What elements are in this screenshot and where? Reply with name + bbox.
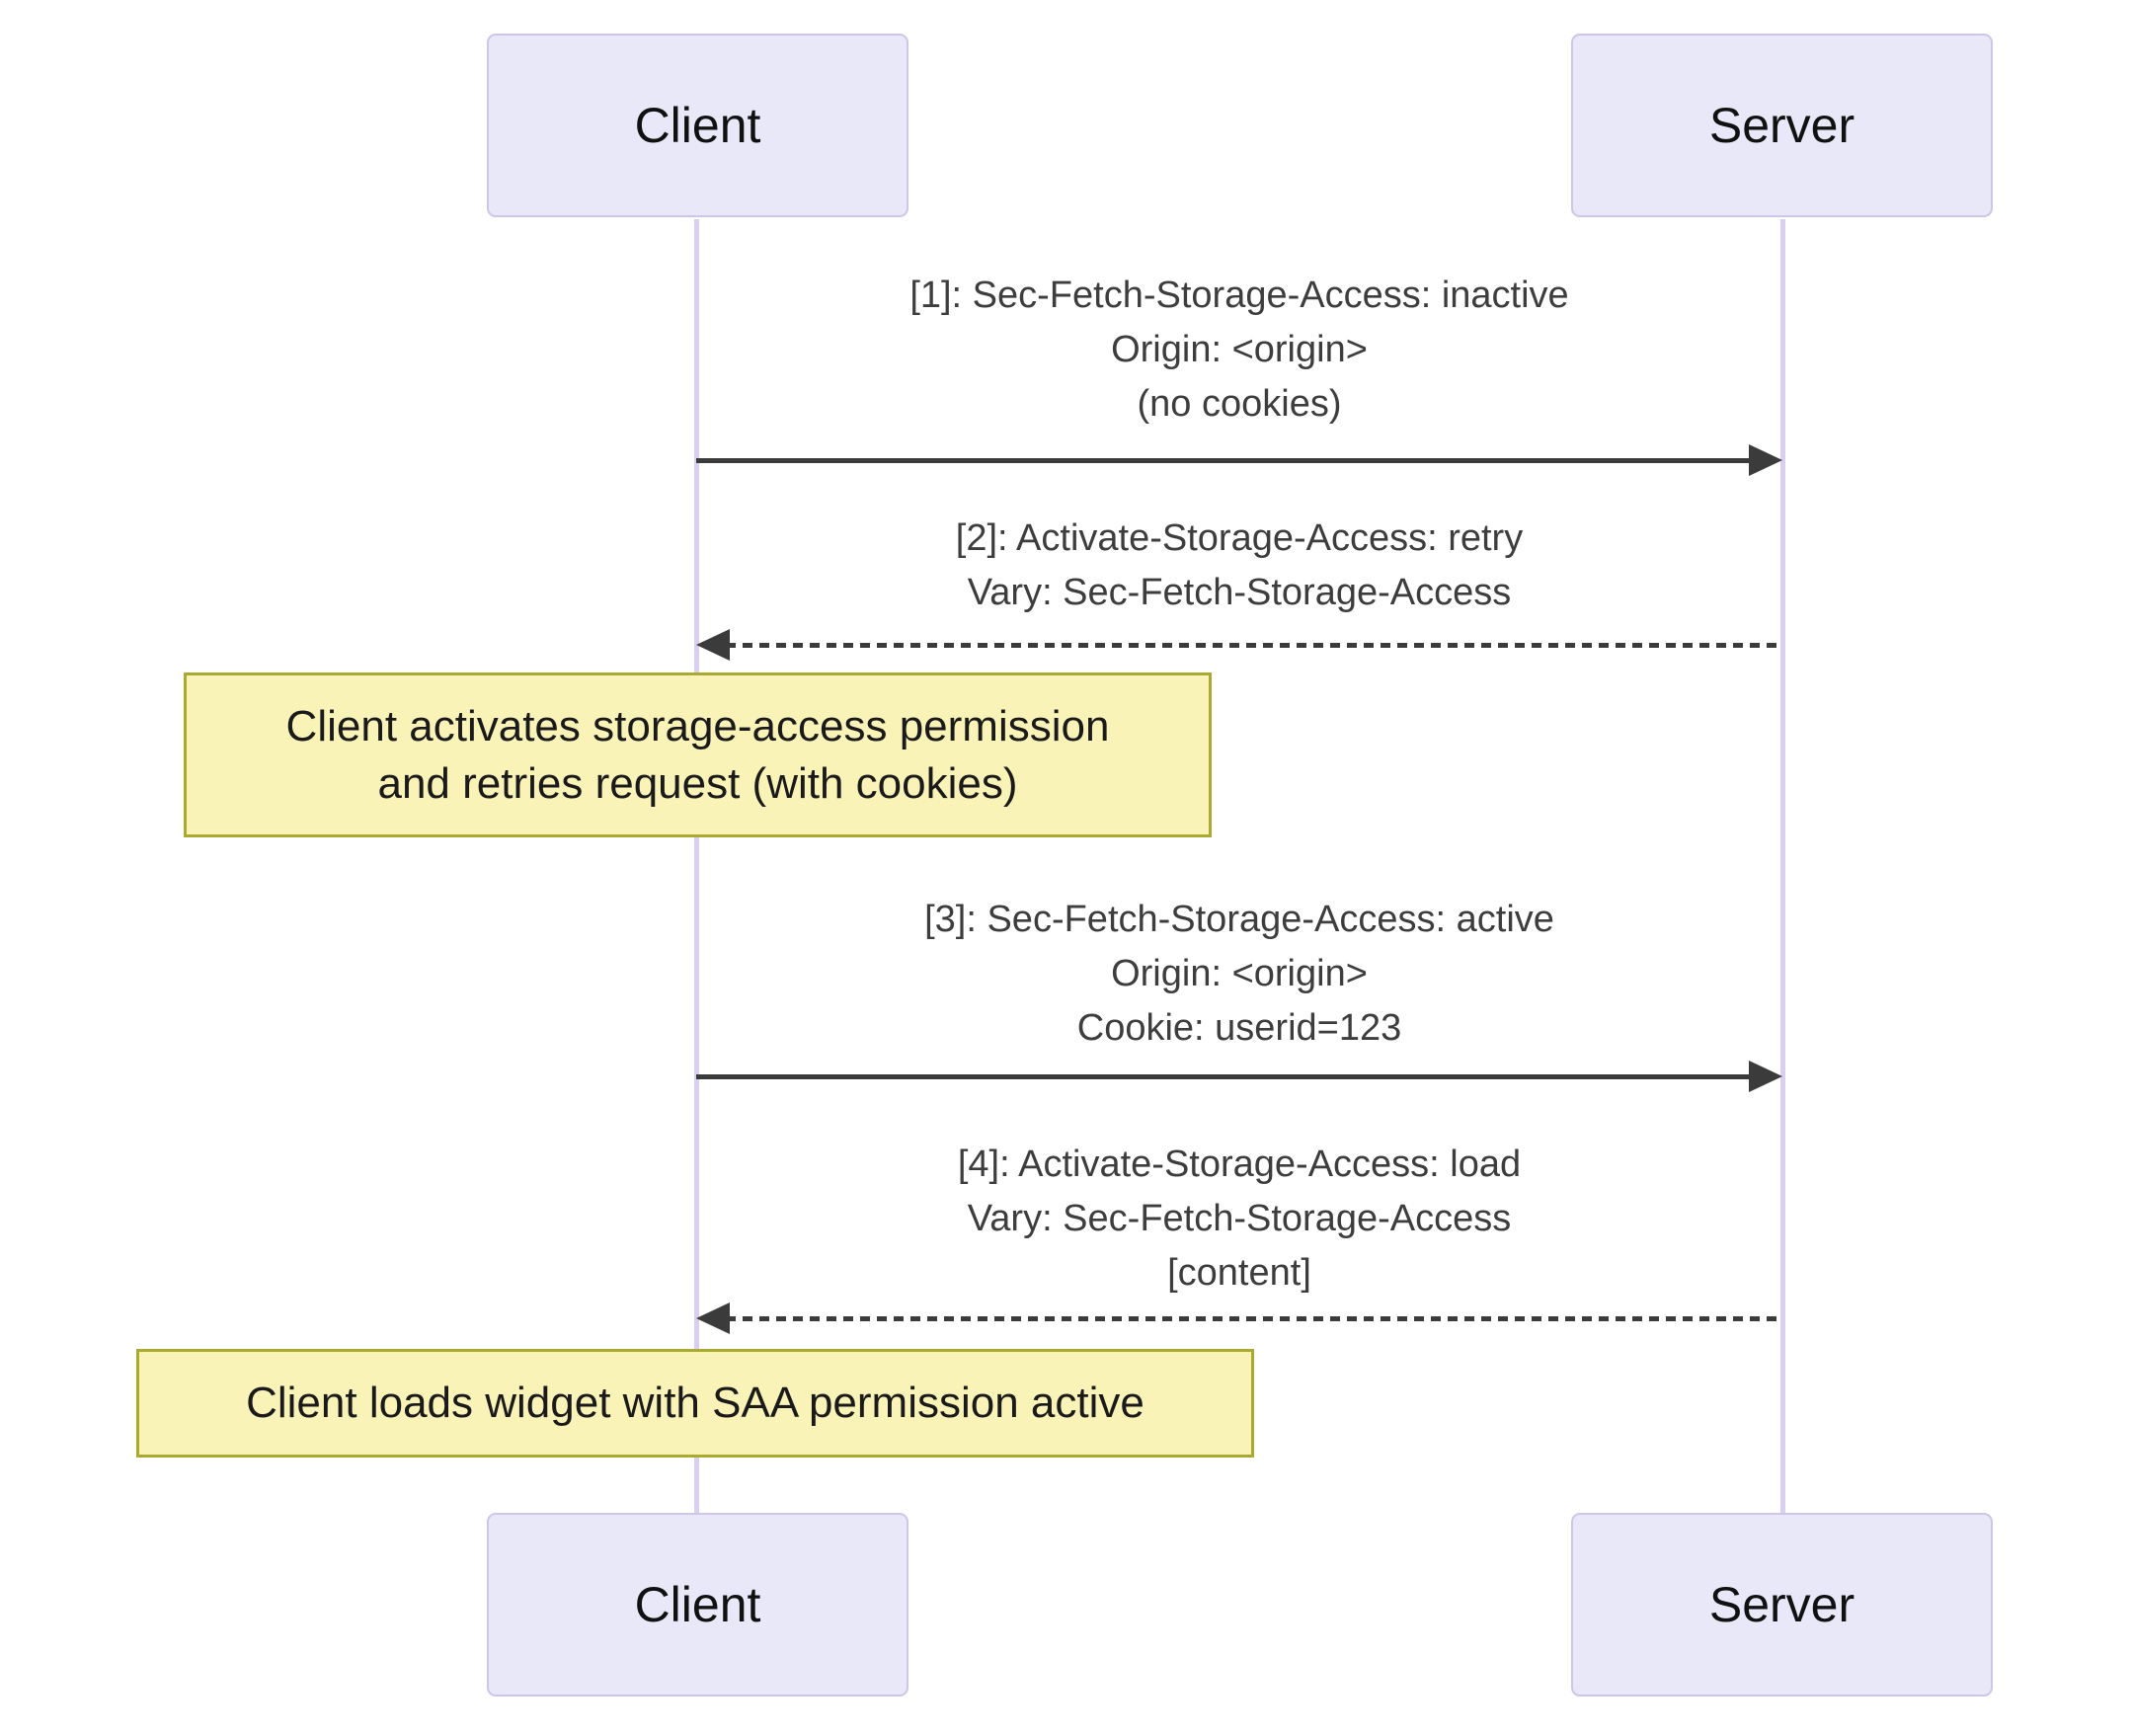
message-3-arrow-client-to-server xyxy=(696,1060,1782,1093)
message-4-arrow-server-to-client xyxy=(696,1302,1782,1335)
note-line: Client activates storage-access permissi… xyxy=(285,701,1110,750)
arrow-line xyxy=(696,1074,1757,1079)
message-line: Vary: Sec-Fetch-Storage-Access xyxy=(967,1198,1512,1239)
actor-label-client: Client xyxy=(634,98,761,153)
message-line: [1]: Sec-Fetch-Storage-Access: inactive xyxy=(909,275,1569,316)
arrowhead-left-icon xyxy=(696,1302,730,1334)
actor-box-client-top: Client xyxy=(487,34,908,217)
arrowhead-left-icon xyxy=(696,629,730,661)
actor-label-server: Server xyxy=(1708,1577,1855,1632)
message-line: Vary: Sec-Fetch-Storage-Access xyxy=(967,572,1512,613)
actor-label-client: Client xyxy=(634,1577,761,1632)
arrowhead-right-icon xyxy=(1749,444,1782,476)
lifeline-client xyxy=(694,219,699,1513)
message-2-text: [2]: Activate-Storage-Access: retry Vary… xyxy=(696,512,1782,620)
message-2-arrow-server-to-client xyxy=(696,628,1782,662)
message-1-text: [1]: Sec-Fetch-Storage-Access: inactive … xyxy=(696,269,1782,432)
message-line: [3]: Sec-Fetch-Storage-Access: active xyxy=(924,899,1554,940)
actor-label-server: Server xyxy=(1708,98,1855,153)
arrow-line-dashed xyxy=(726,1316,1782,1321)
message-line: Origin: <origin> xyxy=(1111,329,1368,370)
message-line: [content] xyxy=(1167,1252,1311,1294)
actor-box-client-bottom: Client xyxy=(487,1513,908,1697)
message-line: Cookie: userid=123 xyxy=(1076,1007,1402,1049)
message-line: (no cookies) xyxy=(1137,383,1342,425)
note-client-loads-widget: Client loads widget with SAA permission … xyxy=(136,1349,1254,1458)
note-line: and retries request (with cookies) xyxy=(377,758,1018,808)
arrow-line-dashed xyxy=(726,643,1782,648)
message-4-text: [4]: Activate-Storage-Access: load Vary:… xyxy=(696,1138,1782,1301)
actor-box-server-top: Server xyxy=(1571,34,1993,217)
note-line: Client loads widget with SAA permission … xyxy=(246,1379,1144,1427)
message-1-arrow-client-to-server xyxy=(696,443,1782,477)
lifeline-server xyxy=(1780,219,1785,1513)
note-client-activates: Client activates storage-access permissi… xyxy=(184,672,1212,837)
message-line: [2]: Activate-Storage-Access: retry xyxy=(955,517,1524,559)
message-3-text: [3]: Sec-Fetch-Storage-Access: active Or… xyxy=(696,893,1782,1056)
arrow-line xyxy=(696,458,1757,463)
message-line: Origin: <origin> xyxy=(1111,953,1368,994)
actor-box-server-bottom: Server xyxy=(1571,1513,1993,1697)
arrowhead-right-icon xyxy=(1749,1061,1782,1092)
message-line: [4]: Activate-Storage-Access: load xyxy=(957,1144,1522,1185)
